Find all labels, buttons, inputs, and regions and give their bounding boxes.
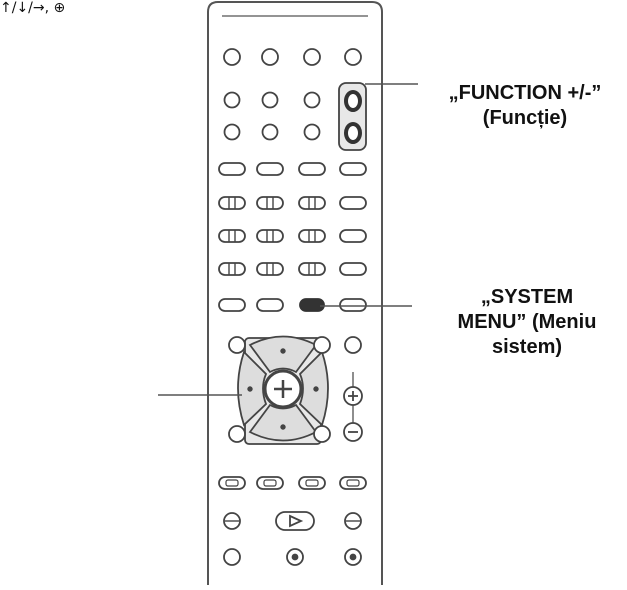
pill-button <box>298 229 326 243</box>
pill-button <box>298 162 326 176</box>
system-menu-callout-line1: „SYSTEM <box>480 286 574 308</box>
remote-body <box>207 1 383 585</box>
pill-inner <box>263 479 277 487</box>
function-minus-button <box>344 122 362 144</box>
function-callout-line2: (Funcție) <box>482 107 568 129</box>
round-button <box>313 425 331 443</box>
system-menu-button <box>299 298 325 312</box>
round-button <box>261 48 279 66</box>
pill-button <box>339 196 367 210</box>
button-dot <box>349 553 357 561</box>
pill-button <box>256 229 284 243</box>
pill-button <box>218 162 246 176</box>
pill-button <box>256 196 284 210</box>
pill-button <box>339 162 367 176</box>
round-button <box>261 123 279 141</box>
round-button <box>223 48 241 66</box>
pill-inner <box>346 479 360 487</box>
pill-button <box>298 196 326 210</box>
navigation-callout: ↑/↓/→, ⊕ <box>0 0 66 16</box>
round-button <box>223 548 241 566</box>
pill-button <box>298 262 326 276</box>
down-arrow-button <box>248 403 318 442</box>
pill-button <box>339 229 367 243</box>
round-button <box>228 425 246 443</box>
arrow-dot <box>280 348 286 354</box>
pill-button <box>218 298 246 312</box>
play-icon <box>289 514 304 528</box>
arrow-dot <box>247 386 253 392</box>
function-callout: „FUNCTION +/-” (Funcție) <box>425 81 625 131</box>
function-plus-button <box>344 90 362 112</box>
arrow-dot <box>280 424 286 430</box>
pill-inner <box>305 479 319 487</box>
pill-button <box>256 298 284 312</box>
round-button <box>303 123 321 141</box>
pill-button <box>339 298 367 312</box>
round-button <box>344 336 362 354</box>
up-arrow-button <box>248 335 318 374</box>
round-button <box>261 91 279 109</box>
round-button <box>223 91 241 109</box>
pill-button <box>218 229 246 243</box>
pill-inner <box>225 479 239 487</box>
pill-button <box>218 262 246 276</box>
system-menu-callout-line3: sistem) <box>491 336 563 358</box>
round-button <box>303 91 321 109</box>
pill-button <box>339 262 367 276</box>
round-button <box>313 336 331 354</box>
pill-button <box>256 162 284 176</box>
system-menu-callout-line2: MENU” (Meniu <box>457 311 597 333</box>
button-dot <box>291 553 299 561</box>
round-button <box>223 123 241 141</box>
pill-button <box>218 196 246 210</box>
round-button <box>228 336 246 354</box>
system-menu-callout: „SYSTEM MENU” (Meniu sistem) <box>432 285 622 360</box>
pill-button <box>256 262 284 276</box>
arrow-dot <box>313 386 319 392</box>
round-button <box>303 48 321 66</box>
round-button <box>344 48 362 66</box>
function-callout-line1: „FUNCTION +/-” <box>448 82 602 104</box>
